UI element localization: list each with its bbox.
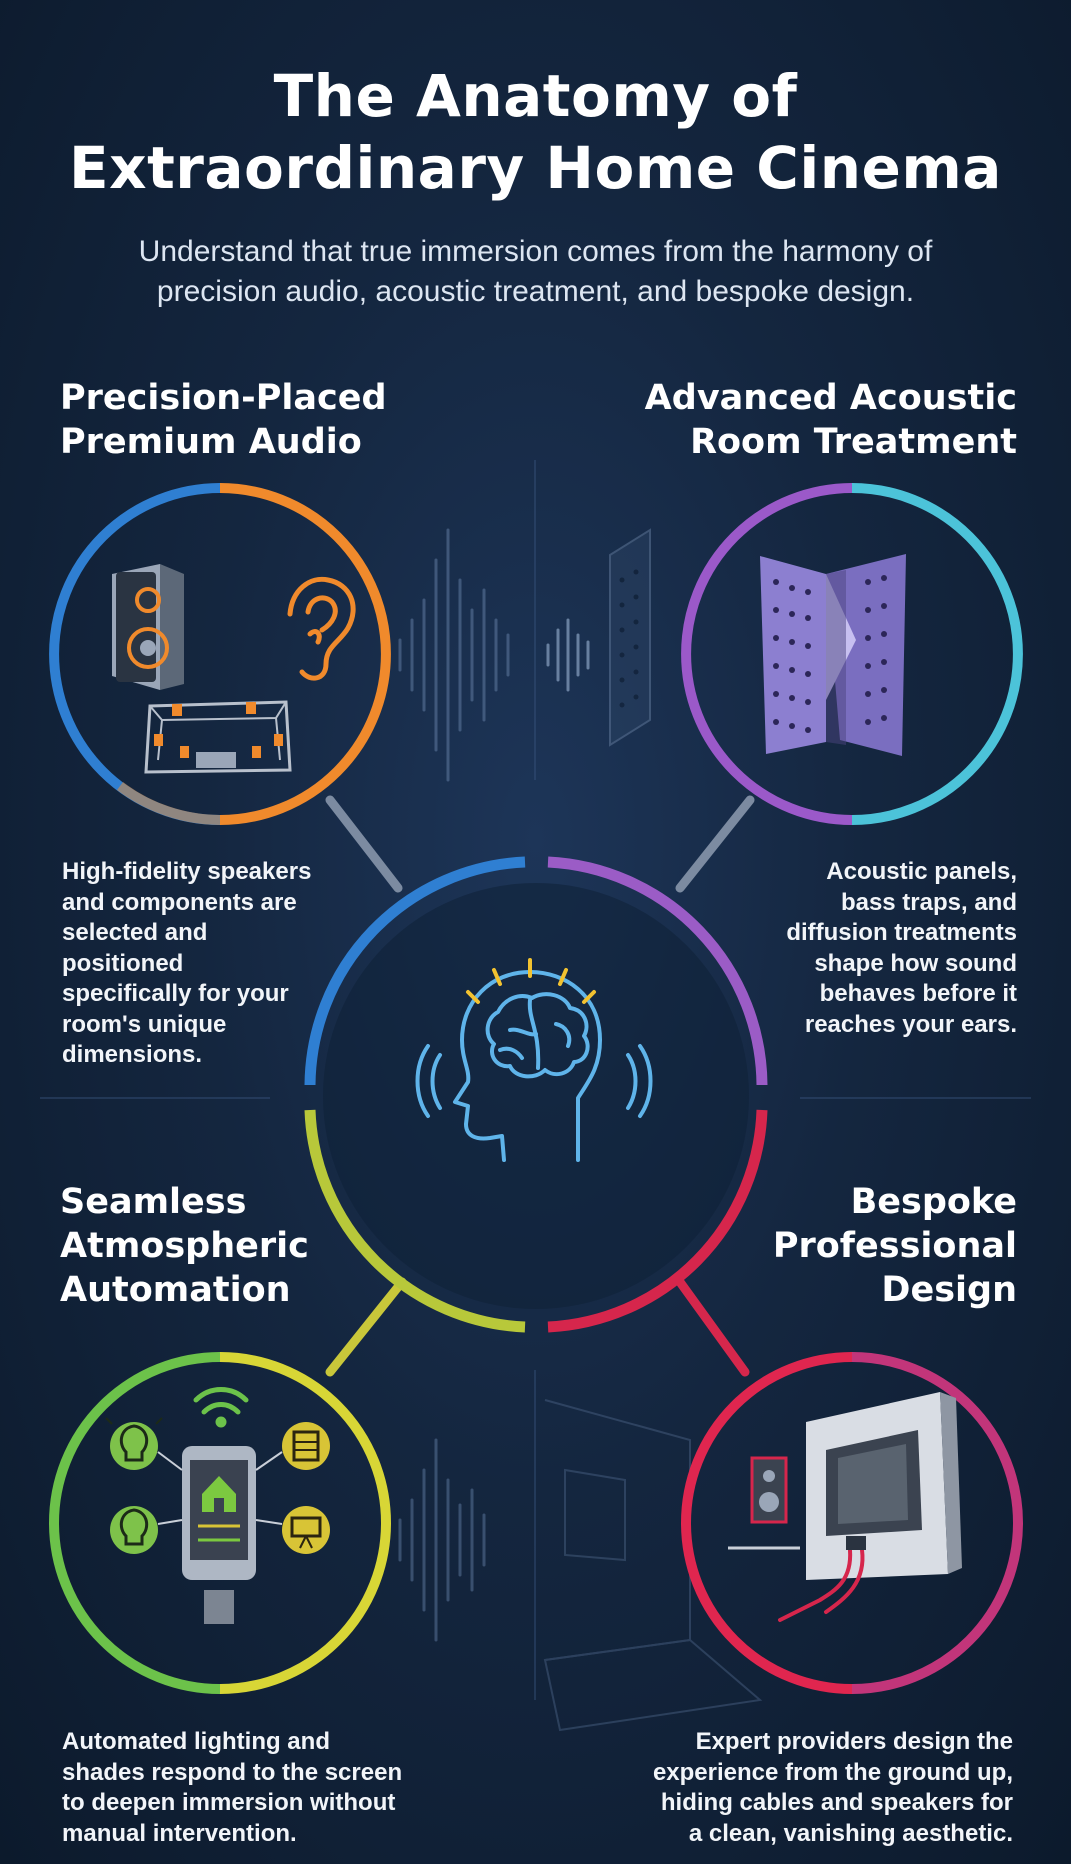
background-panel-icon — [609, 528, 651, 747]
speaker-icon — [112, 564, 184, 690]
ear-icon — [287, 576, 356, 681]
automation-heading: Seamless Atmospheric Automation — [60, 1180, 309, 1312]
heading-line: Precision-Placed — [60, 378, 387, 418]
title-line: The Anatomy of — [273, 62, 798, 130]
automation-ring — [49, 1352, 391, 1694]
description-line: Automated lighting and — [62, 1728, 330, 1755]
description-line: High-fidelity speakers — [62, 858, 312, 885]
brain-head-icon — [415, 970, 653, 1162]
subtitle-line: Understand that true immersion comes fro… — [138, 235, 933, 268]
heading-line: Advanced Acoustic — [644, 378, 1017, 418]
lightbulb-icon — [110, 1506, 158, 1554]
description-line: room's unique — [62, 1010, 227, 1038]
description-line: and components are — [62, 888, 297, 916]
description-line: selected and — [62, 919, 208, 946]
audio-heading: Precision-Placed Premium Audio — [60, 376, 387, 464]
design-heading: Bespoke Professional Design — [773, 1180, 1017, 1312]
projector-screen-icon — [282, 1506, 330, 1554]
description-line: diffusion treatments — [786, 919, 1017, 946]
smartphone-home-icon — [182, 1446, 256, 1624]
heading-line: Seamless — [60, 1182, 247, 1222]
background-room-sketch — [543, 1399, 763, 1732]
acoustic-description: Acoustic panels, bass traps, and diffusi… — [717, 857, 1017, 1040]
heading-line: Atmospheric — [60, 1226, 309, 1266]
room-layout-icon — [144, 700, 292, 774]
description-line: to deepen immersion without — [62, 1789, 396, 1816]
description-line: hiding cables and speakers for — [660, 1789, 1013, 1816]
title-line: Extraordinary Home Cinema — [69, 134, 1002, 202]
description-line: bass traps, and — [840, 888, 1017, 916]
acoustic-heading: Advanced Acoustic Room Treatment — [645, 376, 1017, 464]
acoustic-panel-icon — [760, 554, 906, 756]
description-line: Acoustic panels, — [826, 858, 1017, 885]
automation-description: Automated lighting and shades respond to… — [62, 1727, 482, 1849]
acoustic-ring — [681, 483, 1023, 825]
description-line: experience from the ground up, — [652, 1758, 1013, 1786]
divider-lines — [40, 460, 1031, 1700]
heading-line: Professional — [772, 1226, 1017, 1266]
heading-line: Automation — [60, 1270, 291, 1310]
heading-line: Room Treatment — [690, 422, 1017, 462]
soundwave-top — [398, 528, 510, 782]
page-title: The Anatomy of Extraordinary Home Cinema — [0, 60, 1071, 204]
soundwave-bottom — [398, 1438, 486, 1642]
connector-acoustic — [675, 795, 755, 893]
heading-line: Premium Audio — [60, 422, 362, 462]
design-ring — [681, 1352, 1023, 1694]
subtitle-line: precision audio, acoustic treatment, and… — [156, 275, 915, 308]
connector-design — [675, 1277, 750, 1377]
description-line: a clean, vanishing aesthetic. — [688, 1819, 1013, 1847]
wall-speaker-icon — [750, 1456, 788, 1524]
description-line: shades respond to the screen — [62, 1758, 403, 1786]
description-line: shape how sound — [814, 949, 1017, 977]
connector-automation — [325, 1277, 407, 1377]
description-line: dimensions. — [62, 1041, 203, 1068]
page-subtitle: Understand that true immersion comes fro… — [60, 232, 1011, 312]
heading-line: Design — [881, 1270, 1017, 1310]
wifi-icon — [193, 1387, 249, 1428]
description-line: behaves before it — [819, 980, 1017, 1007]
description-line: specifically for your — [62, 980, 289, 1007]
audio-description: High-fidelity speakers and components ar… — [62, 857, 362, 1071]
tv-wall-icon — [806, 1392, 962, 1580]
description-line: Expert providers design the — [695, 1728, 1013, 1755]
idea-rays — [466, 958, 596, 1004]
connector-audio — [325, 795, 403, 893]
center-ring — [304, 856, 768, 1333]
soundwave-top-right — [546, 618, 590, 692]
design-description: Expert providers design the experience f… — [573, 1727, 1013, 1849]
shades-icon — [282, 1422, 330, 1470]
description-line: reaches your ears. — [804, 1010, 1017, 1038]
description-line: positioned — [62, 949, 184, 977]
description-line: manual intervention. — [62, 1819, 297, 1847]
heading-line: Bespoke — [850, 1182, 1017, 1222]
hidden-cable-icon — [778, 1536, 866, 1622]
lightbulb-icon — [105, 1417, 163, 1470]
